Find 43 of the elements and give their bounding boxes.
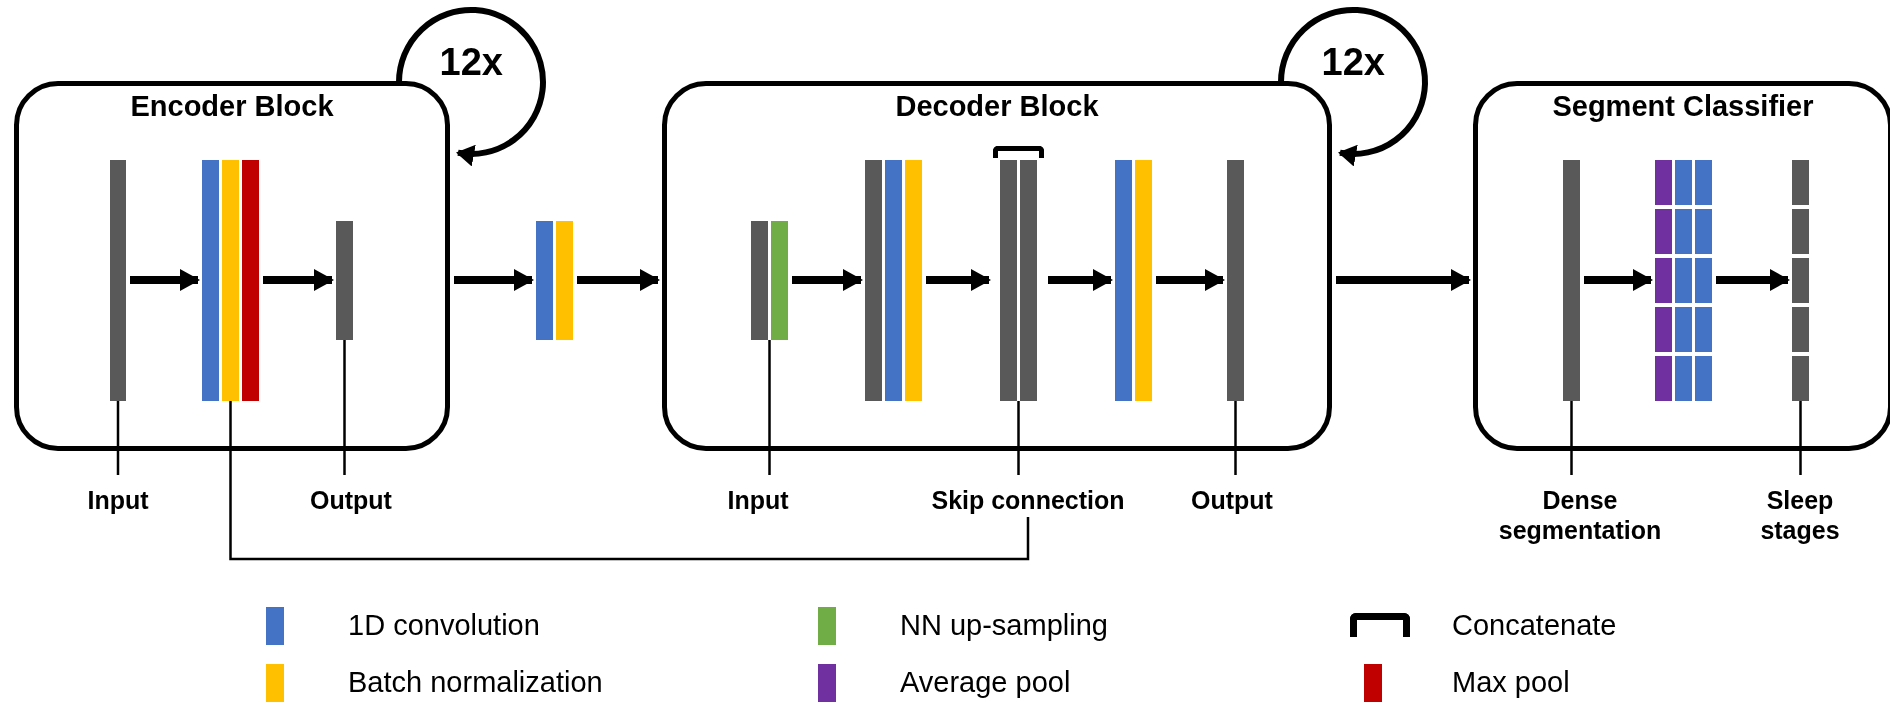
legend-label: Batch normalization — [348, 665, 603, 699]
leader-line — [1234, 401, 1237, 475]
block-title: Decoder Block — [894, 90, 1100, 123]
layer-stack-drawing — [202, 160, 259, 401]
legend-label: Average pool — [900, 665, 1071, 699]
callout-label: Skip connection — [900, 485, 1156, 517]
callout-label: Output — [1167, 485, 1297, 517]
layer-stack-drawing — [865, 160, 922, 401]
block-frame — [1473, 81, 1890, 451]
callout-label: Input — [68, 485, 168, 517]
layer-stack-drawing — [1655, 160, 1712, 401]
block-title: Segment Classifier — [1551, 90, 1815, 123]
layer-stack-drawing — [1115, 160, 1152, 401]
leader-line — [1799, 401, 1802, 475]
layer-stack-drawing — [993, 146, 1044, 401]
leader-line — [1570, 401, 1573, 475]
edge-label: 12x — [1321, 40, 1385, 84]
layer-stack-drawing — [336, 221, 353, 340]
block-frame — [662, 81, 1332, 451]
callout-label: Sleep stages — [1745, 485, 1855, 547]
loop-arrow — [1278, 7, 1428, 166]
callout-label: Output — [286, 485, 416, 517]
legend-label: Max pool — [1452, 665, 1570, 699]
loop-arrow — [396, 7, 546, 166]
legend-label: 1D convolution — [348, 608, 540, 642]
leader-line — [343, 340, 346, 475]
layer-stack-drawing — [1563, 160, 1580, 401]
legend-label: NN up-sampling — [900, 608, 1108, 642]
block-frame — [14, 81, 450, 451]
block-title: Encoder Block — [129, 90, 335, 123]
leader-line — [116, 401, 120, 475]
leader-line — [1017, 401, 1020, 475]
leader-line — [768, 340, 771, 475]
edge-label: 12x — [439, 40, 503, 84]
layer-stack-drawing — [1792, 160, 1809, 401]
connector-line — [229, 401, 1030, 561]
layer-stack-drawing — [751, 221, 788, 340]
layer-stack-drawing — [1227, 160, 1244, 401]
legend-label: Concatenate — [1452, 608, 1617, 642]
callout-label: Dense segmentation — [1470, 485, 1690, 547]
layer-stack-drawing — [110, 160, 126, 401]
callout-label: Input — [708, 485, 808, 517]
layer-stack-drawing — [536, 221, 573, 340]
